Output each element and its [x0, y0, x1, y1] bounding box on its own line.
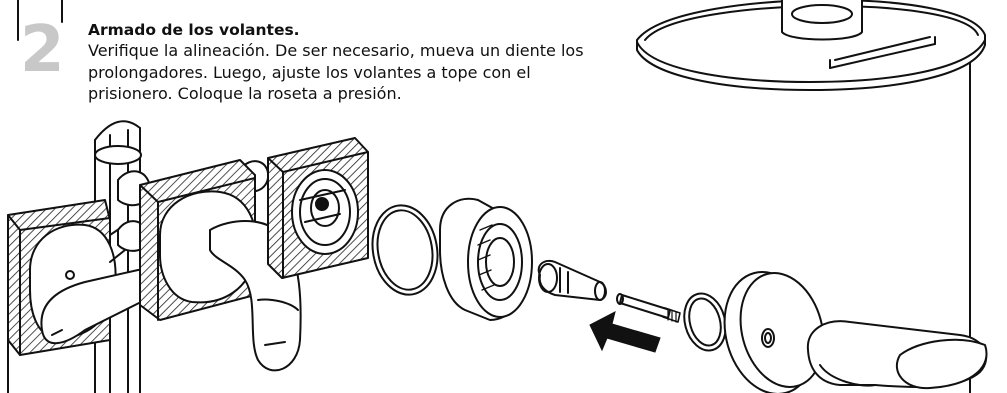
cartridge-block — [267, 137, 369, 279]
escutcheon-rosette — [723, 271, 825, 393]
step-instructions: Verifique la alineación. De ser necesari… — [88, 40, 622, 105]
spindle-extension — [537, 259, 607, 301]
extension-sleeve — [439, 197, 533, 321]
step-title: Armado de los volantes. — [88, 21, 302, 39]
step-number: 2 — [20, 13, 65, 87]
assembly-arrow-icon — [589, 311, 661, 353]
shower-head — [636, 0, 986, 91]
set-screw — [616, 293, 681, 323]
o-ring-large — [371, 204, 439, 296]
handle-lever — [806, 320, 988, 390]
